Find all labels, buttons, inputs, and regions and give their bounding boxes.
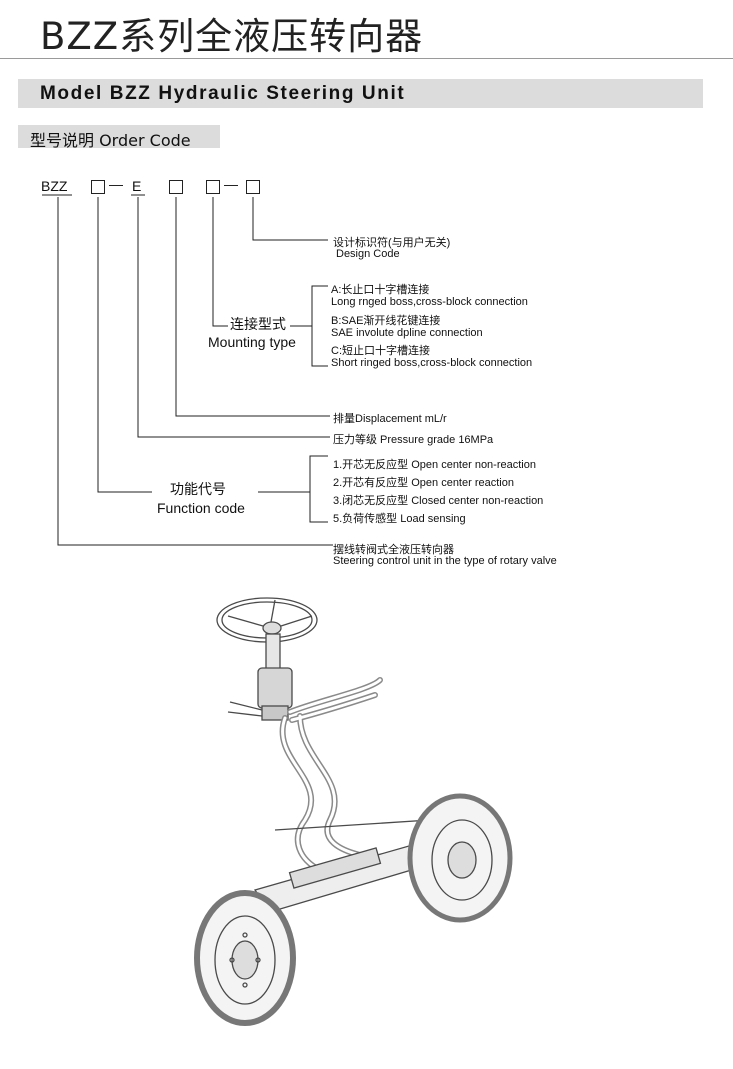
function-code-label-cn: 功能代号 bbox=[170, 481, 226, 497]
line-bzz bbox=[57, 197, 333, 546]
displacement-box bbox=[169, 180, 183, 194]
mounting-option: A:长止口十字槽连接 bbox=[331, 284, 430, 296]
design-code-box bbox=[246, 180, 260, 194]
order-code-bar bbox=[18, 125, 220, 148]
mounting-type-box bbox=[206, 180, 220, 194]
title-divider bbox=[0, 58, 733, 59]
mounting-type-label-en: Mounting type bbox=[208, 334, 296, 350]
mounting-option: SAE involute dpline connection bbox=[331, 327, 483, 339]
design-code-cn: 设计标识符(与用户无关) bbox=[333, 237, 451, 249]
order-code-title: 型号说明 Order Code bbox=[30, 131, 191, 150]
line-displacement bbox=[175, 197, 330, 417]
line-mounting bbox=[212, 197, 228, 327]
function-code-box bbox=[91, 180, 105, 194]
design-code-en: Design Code bbox=[336, 248, 400, 260]
code-letter-e: E bbox=[132, 178, 142, 194]
function-code-label-en: Function code bbox=[157, 500, 245, 516]
mounting-option: B:SAE渐开线花键连接 bbox=[331, 315, 441, 327]
page-title: BZZ系列全液压转向器 bbox=[40, 15, 424, 58]
function-option: 2.开芯有反应型 Open center reaction bbox=[333, 477, 514, 489]
function-option: 3.闭芯无反应型 Closed center non-reaction bbox=[333, 495, 544, 507]
steering-unit-cn: 摆线转阀式全液压转向器 bbox=[333, 544, 454, 556]
axle bbox=[253, 819, 447, 913]
section-title: Model BZZ Hydraulic Steering Unit bbox=[40, 83, 406, 104]
mounting-type-label-cn: 连接型式 bbox=[230, 316, 286, 332]
right-wheel bbox=[407, 793, 513, 923]
bracket-mounting bbox=[311, 285, 328, 367]
function-option: 1.开芯无反应型 Open center non-reaction bbox=[333, 459, 536, 471]
left-wheel bbox=[194, 890, 296, 1026]
code-dash-2: — bbox=[224, 176, 238, 192]
line-function bbox=[97, 197, 152, 493]
code-prefix: BZZ bbox=[41, 178, 68, 194]
displacement-text: 排量Displacement mL/r bbox=[333, 413, 447, 425]
steering-column bbox=[227, 633, 293, 721]
pressure-grade-text: 压力等级 Pressure grade 16MPa bbox=[333, 434, 494, 446]
line-design bbox=[252, 197, 328, 241]
code-dash-1: — bbox=[109, 176, 123, 192]
line-pressure bbox=[137, 197, 330, 438]
bracket-function bbox=[309, 455, 328, 523]
function-option: 5.负荷传感型 Load sensing bbox=[333, 513, 466, 525]
mounting-option: Short ringed boss,cross-block connection bbox=[331, 357, 533, 369]
mounting-option: Long rnged boss,cross-block connection bbox=[331, 296, 528, 308]
mounting-option: C:短止口十字槽连接 bbox=[331, 345, 430, 357]
section-bar bbox=[18, 79, 703, 108]
steering-unit-en: Steering control unit in the type of rot… bbox=[333, 555, 557, 567]
